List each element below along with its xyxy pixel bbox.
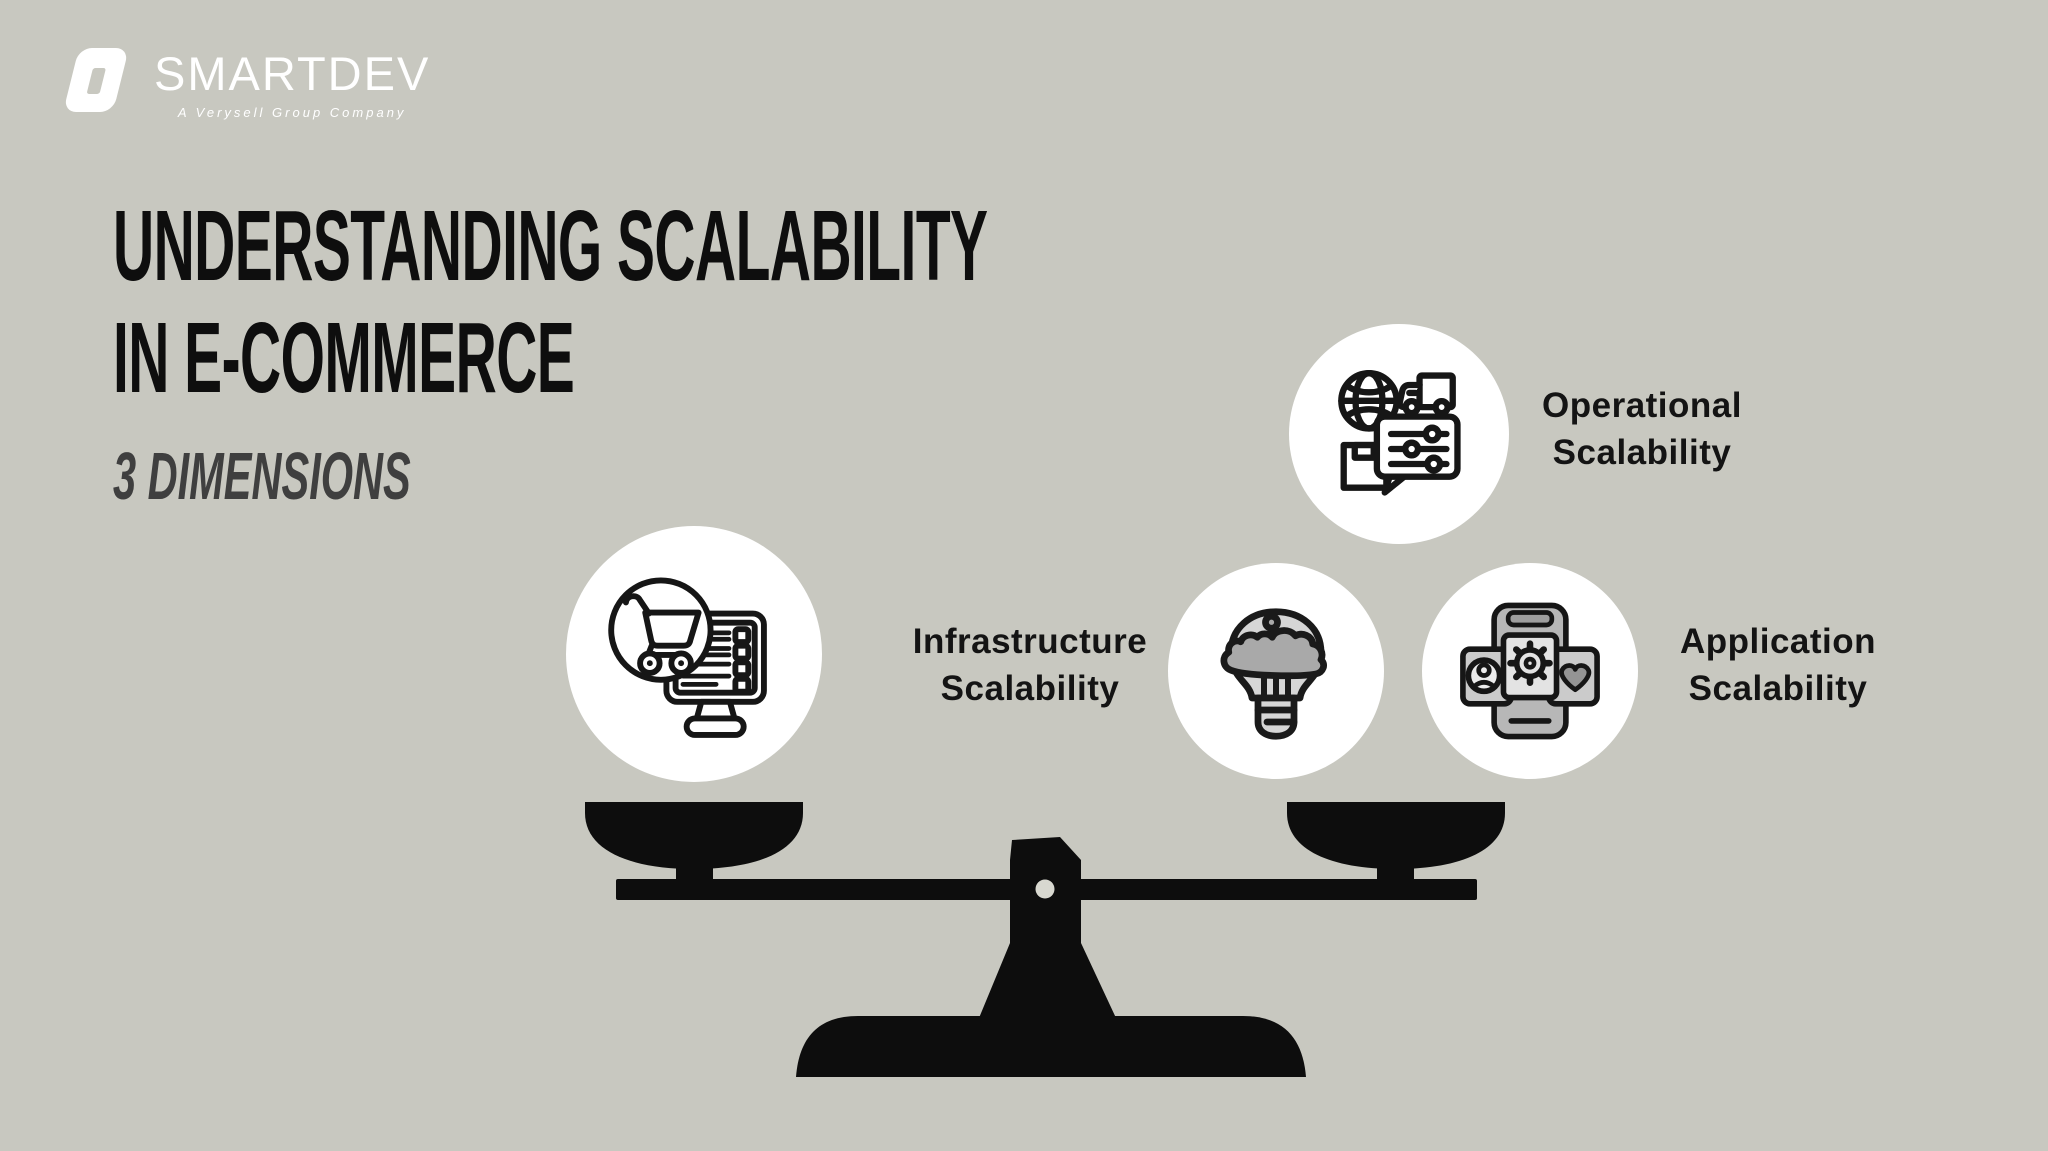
smartphone-modules-icon — [1460, 602, 1600, 740]
application-label-line2: Scalability — [1688, 669, 1868, 708]
page-title: UNDERSTANDING SCALABILITY IN E-COMMERCE — [113, 190, 1647, 414]
globe-truck-logistics-icon — [1338, 370, 1461, 496]
smartdev-d-icon — [65, 48, 127, 112]
operational-label-line1: Operational — [1542, 386, 1742, 425]
monitor-shopping-cart-icon — [608, 577, 767, 738]
title-line-1: UNDERSTANDING SCALABILITY — [113, 190, 988, 302]
operational-label: Operational Scalability — [1477, 382, 1807, 476]
page-subtitle: 3 DIMENSIONS — [113, 439, 411, 514]
operational-label-line2: Scalability — [1552, 433, 1732, 472]
infrastructure-label-line1: Infrastructure — [912, 622, 1148, 661]
logo-wordmark: SMARTDEV — [154, 47, 431, 100]
idea-bulb-circle — [1168, 563, 1384, 779]
infrastructure-label: Infrastructure Scalability — [865, 618, 1195, 712]
infrastructure-circle — [566, 526, 822, 782]
infrastructure-label-line2: Scalability — [940, 669, 1120, 708]
logo-tagline: A Verysell Group Company — [177, 105, 407, 120]
application-label-line1: Application — [1679, 622, 1877, 661]
smartdev-logo: SMARTDEV A Verysell Group Company — [62, 48, 430, 120]
title-line-2: IN E-COMMERCE — [113, 302, 575, 414]
cloud-lightbulb-icon — [1220, 608, 1327, 740]
application-circle — [1422, 563, 1638, 779]
operational-circle — [1289, 324, 1509, 544]
pivot-hole — [1035, 879, 1055, 899]
logo-text-block: SMARTDEV A Verysell Group Company — [154, 50, 430, 120]
application-label: Application Scalability — [1613, 618, 1943, 712]
balance-scale-illustration — [585, 802, 1505, 1077]
